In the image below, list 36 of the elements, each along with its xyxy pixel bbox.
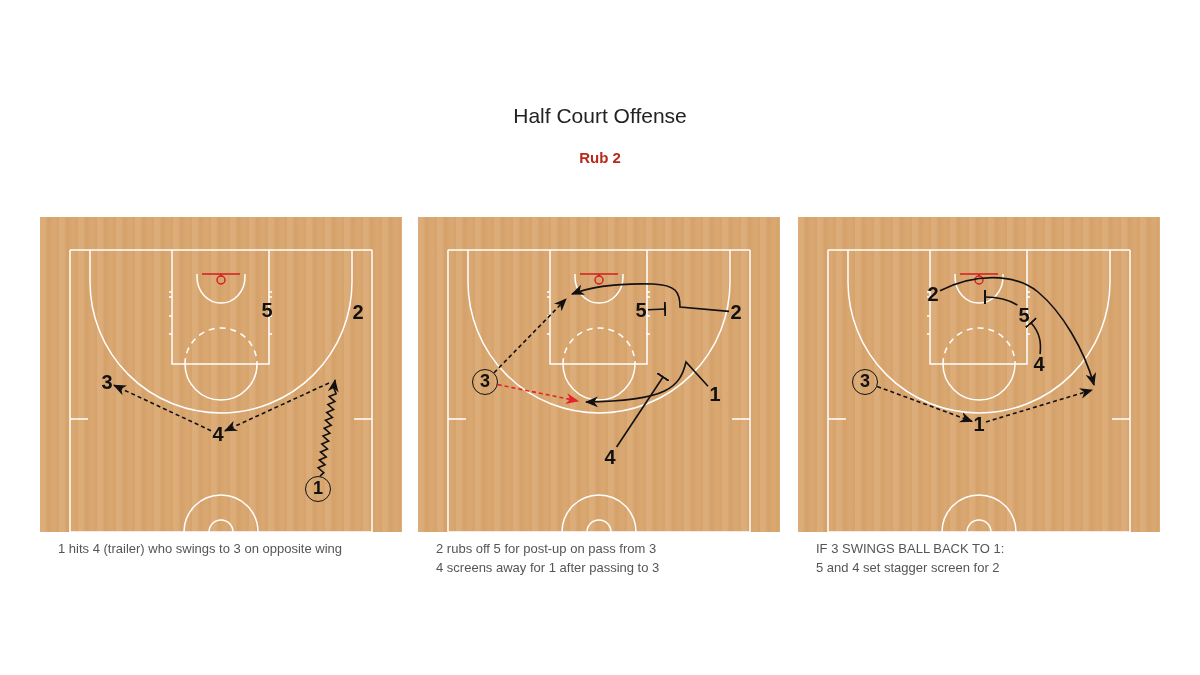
player-number: 4 bbox=[1032, 354, 1046, 374]
cut-arrow bbox=[584, 361, 709, 408]
basketball-court bbox=[40, 217, 402, 532]
screen-line bbox=[615, 372, 670, 448]
cut-arrow bbox=[939, 276, 1096, 387]
cut-arrow bbox=[571, 283, 730, 313]
caption-text: 1 hits 4 (trailer) who swings to 3 on opposite wing bbox=[58, 541, 342, 557]
dribble-arrow bbox=[316, 378, 339, 477]
player-number: 2 bbox=[729, 302, 743, 322]
player-number: 4 bbox=[211, 424, 225, 444]
pass-arrow bbox=[985, 388, 1094, 423]
player-number: 1 bbox=[972, 414, 986, 434]
caption-text: 5 and 4 set stagger screen for 2 bbox=[816, 560, 1000, 576]
screen-line bbox=[983, 290, 1019, 306]
pass-arrow bbox=[224, 382, 330, 432]
player-number: 4 bbox=[603, 447, 617, 467]
pass-arrow bbox=[876, 385, 973, 423]
caption-text: 2 rubs off 5 for post-up on pass from 3 bbox=[436, 541, 657, 557]
player-number: 2 bbox=[926, 284, 940, 304]
player-number: 3 bbox=[100, 372, 114, 392]
play-name: Rub 2 bbox=[579, 149, 621, 166]
player-number: 2 bbox=[351, 302, 365, 322]
player-number: 1 bbox=[708, 384, 722, 404]
pass-arrow bbox=[113, 384, 212, 432]
pass-arrow bbox=[493, 298, 567, 374]
screen-line bbox=[647, 301, 667, 317]
caption-text: 4 screens away for 1 after passing to 3 bbox=[436, 560, 660, 576]
basketball-court bbox=[418, 217, 780, 532]
pass-arrow bbox=[496, 383, 580, 404]
screen-line bbox=[1024, 317, 1042, 355]
basketball-court bbox=[798, 217, 1160, 532]
player-number: 5 bbox=[634, 300, 648, 320]
caption-text: IF 3 SWINGS BALL BACK TO 1: bbox=[816, 541, 1005, 557]
player-number: 5 bbox=[1017, 305, 1031, 325]
player-number: 5 bbox=[260, 300, 274, 320]
title: Half Court Offense bbox=[513, 104, 687, 128]
